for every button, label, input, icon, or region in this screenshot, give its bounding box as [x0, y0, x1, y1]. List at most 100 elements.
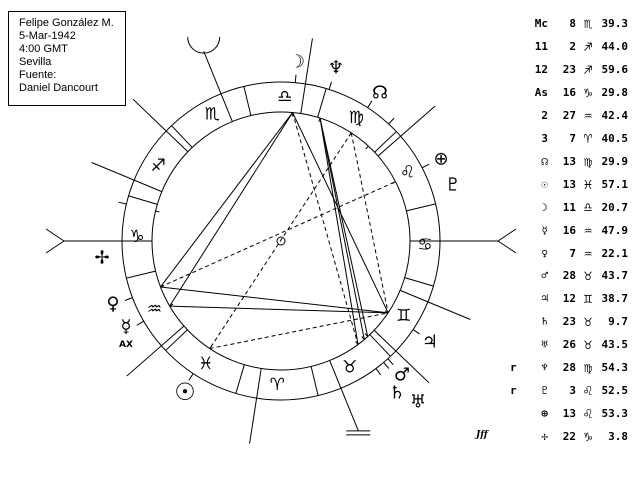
aspect-line-moon-saturn [292, 112, 359, 345]
position-label: ☉ [541, 177, 548, 191]
planet-tick-sun [188, 373, 194, 381]
sign-glyph-2: ♊ [396, 306, 411, 326]
planet-tick-moon [294, 74, 297, 83]
position-row: ☽11♎20.7 [490, 199, 640, 217]
aspect-line-sun-jupiter [209, 312, 389, 350]
source-name: Daniel Dancourt [19, 82, 98, 94]
planet-tick-venus [124, 297, 133, 301]
position-minutes: 39.3 [601, 17, 629, 30]
sign-icon: ♎ [583, 199, 593, 216]
position-degrees: 2 [569, 39, 576, 53]
position-minutes: 47.9 [601, 223, 629, 237]
sign-icon: ♉ [583, 337, 593, 354]
sign-boundary-line [374, 131, 397, 153]
birth-date: 5-Mar-1942 [19, 30, 76, 42]
center-circle [276, 236, 286, 246]
position-degrees: 13 [562, 407, 576, 421]
position-label: ♅ [541, 338, 548, 352]
position-minutes: 29.8 [601, 85, 629, 99]
position-minutes: 9.7 [608, 315, 628, 329]
aspect-line-mercury-jupiter [169, 305, 389, 314]
position-label: ☽ [541, 200, 548, 214]
pluto-glyph-icon: ♇ [445, 175, 461, 196]
sign-glyph-3: ♋ [417, 235, 432, 255]
position-minutes: 43.5 [601, 338, 629, 352]
sign-boundary-line [235, 364, 245, 394]
aspect-line-moon-mercury [169, 112, 294, 307]
position-degrees: 26 [562, 338, 576, 352]
position-minutes: 42.4 [601, 108, 629, 122]
sign-boundary-line [369, 334, 391, 357]
sign-icon: ♒ [583, 222, 593, 239]
planet-tick-saturn [375, 368, 382, 376]
position-row: ⊕13♌53.3 [490, 405, 640, 423]
sign-glyph-6: ♎ [277, 87, 292, 107]
position-degrees: 7 [569, 131, 576, 145]
position-label: ♄ [541, 315, 548, 329]
sign-icon: ♐ [583, 38, 593, 55]
person-name: Felipe González M. [19, 17, 114, 29]
fortune-glyph-icon: ⊕ [433, 149, 448, 170]
position-label: ♂ [541, 269, 548, 283]
planet-tick-node [367, 100, 373, 108]
position-minutes: 53.3 [601, 407, 629, 421]
position-row: r♇3♌52.5 [490, 382, 640, 400]
zodiac-inner-circle [151, 111, 411, 371]
aspect-line-venus-jupiter [160, 286, 389, 314]
position-degrees: 28 [562, 269, 576, 283]
position-row: r♆28♍54.3 [490, 359, 640, 377]
aspect-line-neptune-uranus [319, 117, 365, 340]
position-label: Mc [534, 17, 548, 30]
position-row: ☉13♓57.1 [490, 176, 640, 194]
sign-glyph-5: ♍ [349, 108, 364, 128]
position-minutes: 40.5 [601, 131, 629, 145]
planet-tick-pluto [388, 117, 395, 125]
position-row: 2 27 ♒ 42.4 [490, 107, 640, 125]
position-row: ♅ 26 ♉ 43.5 [490, 336, 640, 354]
planet-tick-fortune [421, 163, 430, 169]
sign-glyph-1: ♉ [342, 358, 357, 378]
axis-arrow-head [45, 228, 65, 242]
sign-glyph-11: ♓ [198, 354, 213, 374]
sign-icon: ♑ [583, 429, 593, 446]
axis-arrow-head [497, 240, 517, 254]
position-label: 2 [541, 108, 548, 122]
position-row: ☊13♍29.9 [490, 153, 640, 171]
midheaven-symbol [187, 37, 221, 54]
position-label: ♆ [541, 361, 548, 375]
axis-arrow-head [497, 228, 517, 242]
sign-boundary-line [243, 86, 252, 116]
aspect-line-venus-fortune [160, 181, 396, 288]
position-label: ♇ [541, 384, 548, 398]
position-degrees: 27 [562, 108, 576, 122]
house-cusp-line-2 [126, 325, 185, 377]
position-degrees: 12 [562, 292, 576, 306]
sign-glyph-4: ♌ [400, 162, 415, 182]
house-cusp-line-11 [132, 98, 189, 153]
position-minutes: 22.1 [601, 246, 629, 260]
sign-icon: ♊ [583, 291, 593, 308]
position-degrees: 22 [562, 430, 576, 444]
logo: Jff [476, 430, 488, 440]
sign-boundary-line [128, 195, 158, 205]
position-minutes: 44.0 [601, 39, 629, 53]
position-row: ♃12♊38.7 [490, 290, 640, 308]
position-degrees: 23 [562, 315, 576, 329]
position-degrees: 16 [562, 85, 576, 99]
sign-glyph-7: ♏ [205, 104, 220, 124]
position-label: 12 [534, 62, 548, 76]
axis-arrow-head [45, 240, 65, 254]
position-row: ♂28♉43.7 [490, 267, 640, 285]
planet-tick-uranus [383, 362, 390, 369]
birth-time: 4:00 GMT [19, 43, 68, 55]
position-degrees: 16 [562, 223, 576, 237]
jupiter-glyph-icon: ♃ [422, 332, 438, 353]
sign-icon: ♑ [583, 84, 593, 101]
sign-icon: ♒ [583, 107, 593, 124]
sign-boundary-line [165, 329, 188, 351]
position-minutes: 38.7 [601, 292, 629, 306]
